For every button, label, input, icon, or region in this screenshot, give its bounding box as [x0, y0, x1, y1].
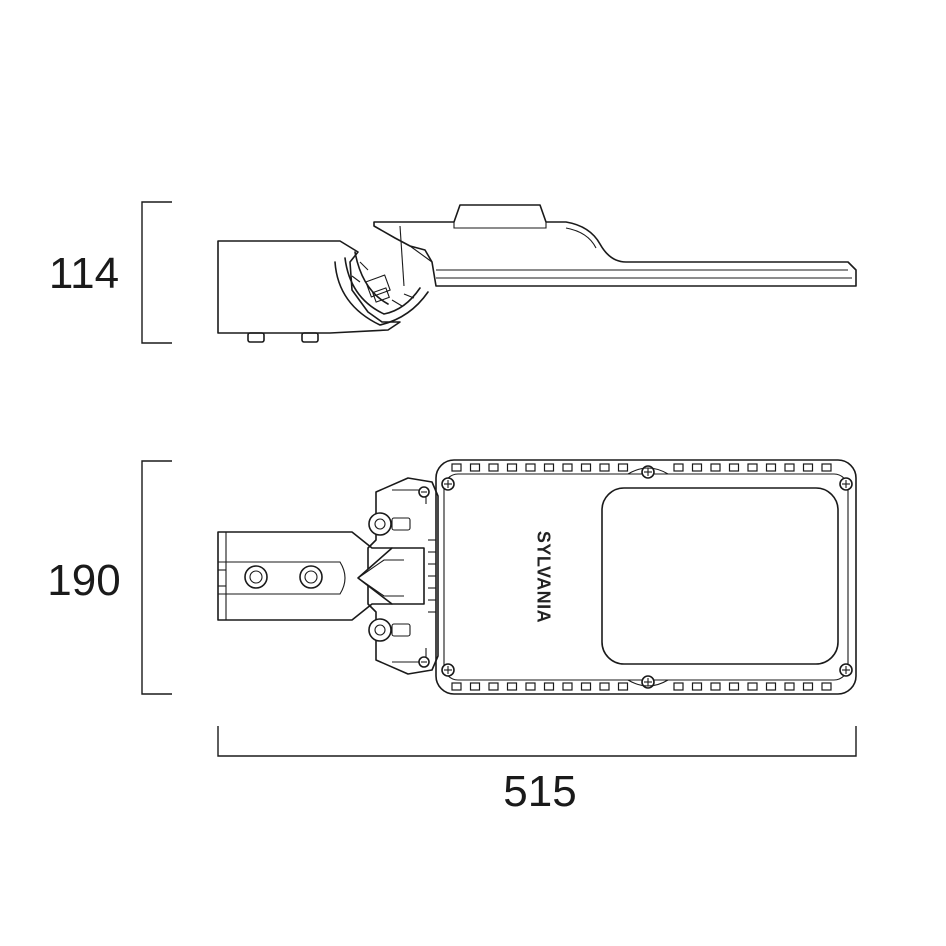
cooling-fin [525, 682, 536, 691]
cooling-fin [728, 463, 740, 472]
cooling-fin [580, 463, 592, 472]
cooling-fin [673, 463, 684, 472]
screw-bottom-right-icon [839, 663, 853, 677]
brand-logo: SYLVANIA [533, 531, 553, 623]
cooling-fins-top [451, 463, 832, 472]
cooling-fin [506, 682, 518, 691]
cooling-fin [506, 463, 518, 472]
cooling-fin [802, 682, 814, 691]
cooling-fin [451, 463, 462, 472]
dimension-height-label: 114 [49, 249, 119, 298]
screw-bottom-center-icon [641, 675, 655, 689]
screw-top-right-icon [839, 477, 853, 491]
cooling-fin [691, 682, 703, 691]
cooling-fin [543, 682, 555, 691]
cooling-fin [765, 682, 777, 691]
cooling-fin [710, 463, 721, 472]
clamp-screw-top [368, 512, 411, 536]
clamp-screw-top-icon [418, 486, 430, 498]
clamp-screw-bottom [368, 618, 411, 642]
side-bracket [217, 240, 401, 334]
cooling-fin [784, 682, 795, 691]
optic-window [601, 487, 839, 665]
dimension-width-label: 190 [47, 556, 120, 605]
clamp-screw-bottom-icon [418, 656, 430, 668]
cooling-fin [691, 463, 703, 472]
tilt-joint [334, 251, 429, 326]
cooling-fin [821, 463, 832, 472]
cooling-fin [821, 682, 832, 691]
side-view [217, 204, 857, 343]
housing-screws [418, 465, 853, 689]
cooling-fin [747, 463, 758, 472]
dimension-height: 114 [49, 201, 172, 344]
cooling-fin [617, 682, 629, 691]
top-view: SYLVANIA [217, 459, 857, 695]
cooling-fin [543, 463, 555, 472]
cooling-fin [673, 682, 684, 691]
dimension-length-label: 515 [503, 767, 576, 816]
cooling-fin [451, 682, 462, 691]
screw-top-center-icon [641, 465, 655, 479]
cooling-fin [784, 463, 795, 472]
top-clamp [367, 477, 439, 675]
dimension-length: 515 [217, 726, 857, 816]
arm-bolt-left [244, 565, 268, 589]
screw-bottom-left-icon [441, 663, 455, 677]
cooling-fin [562, 682, 573, 691]
cooling-fin [562, 463, 573, 472]
clamp-ridges [428, 539, 436, 613]
cooling-fin [469, 463, 481, 472]
cooling-fin [728, 682, 740, 691]
cooling-fin [488, 682, 499, 691]
arm-bolt-right [299, 565, 323, 589]
cooling-fin [802, 463, 814, 472]
side-foot-right [301, 332, 319, 343]
cooling-fin [599, 463, 610, 472]
cooling-fin [488, 463, 499, 472]
housing-inner [443, 473, 849, 681]
cooling-fin [765, 463, 777, 472]
side-housing [373, 204, 857, 287]
cooling-fin [469, 682, 481, 691]
cooling-fin [599, 682, 610, 691]
side-foot-left [247, 332, 265, 343]
cooling-fin [525, 463, 536, 472]
cooling-fins-bottom [451, 682, 832, 691]
top-housing [435, 459, 857, 695]
cooling-fin [580, 682, 592, 691]
screw-top-left-icon [441, 477, 455, 491]
dimension-width: 190 [47, 460, 172, 695]
cooling-fin [710, 682, 721, 691]
cooling-fin [617, 463, 629, 472]
cooling-fin [747, 682, 758, 691]
